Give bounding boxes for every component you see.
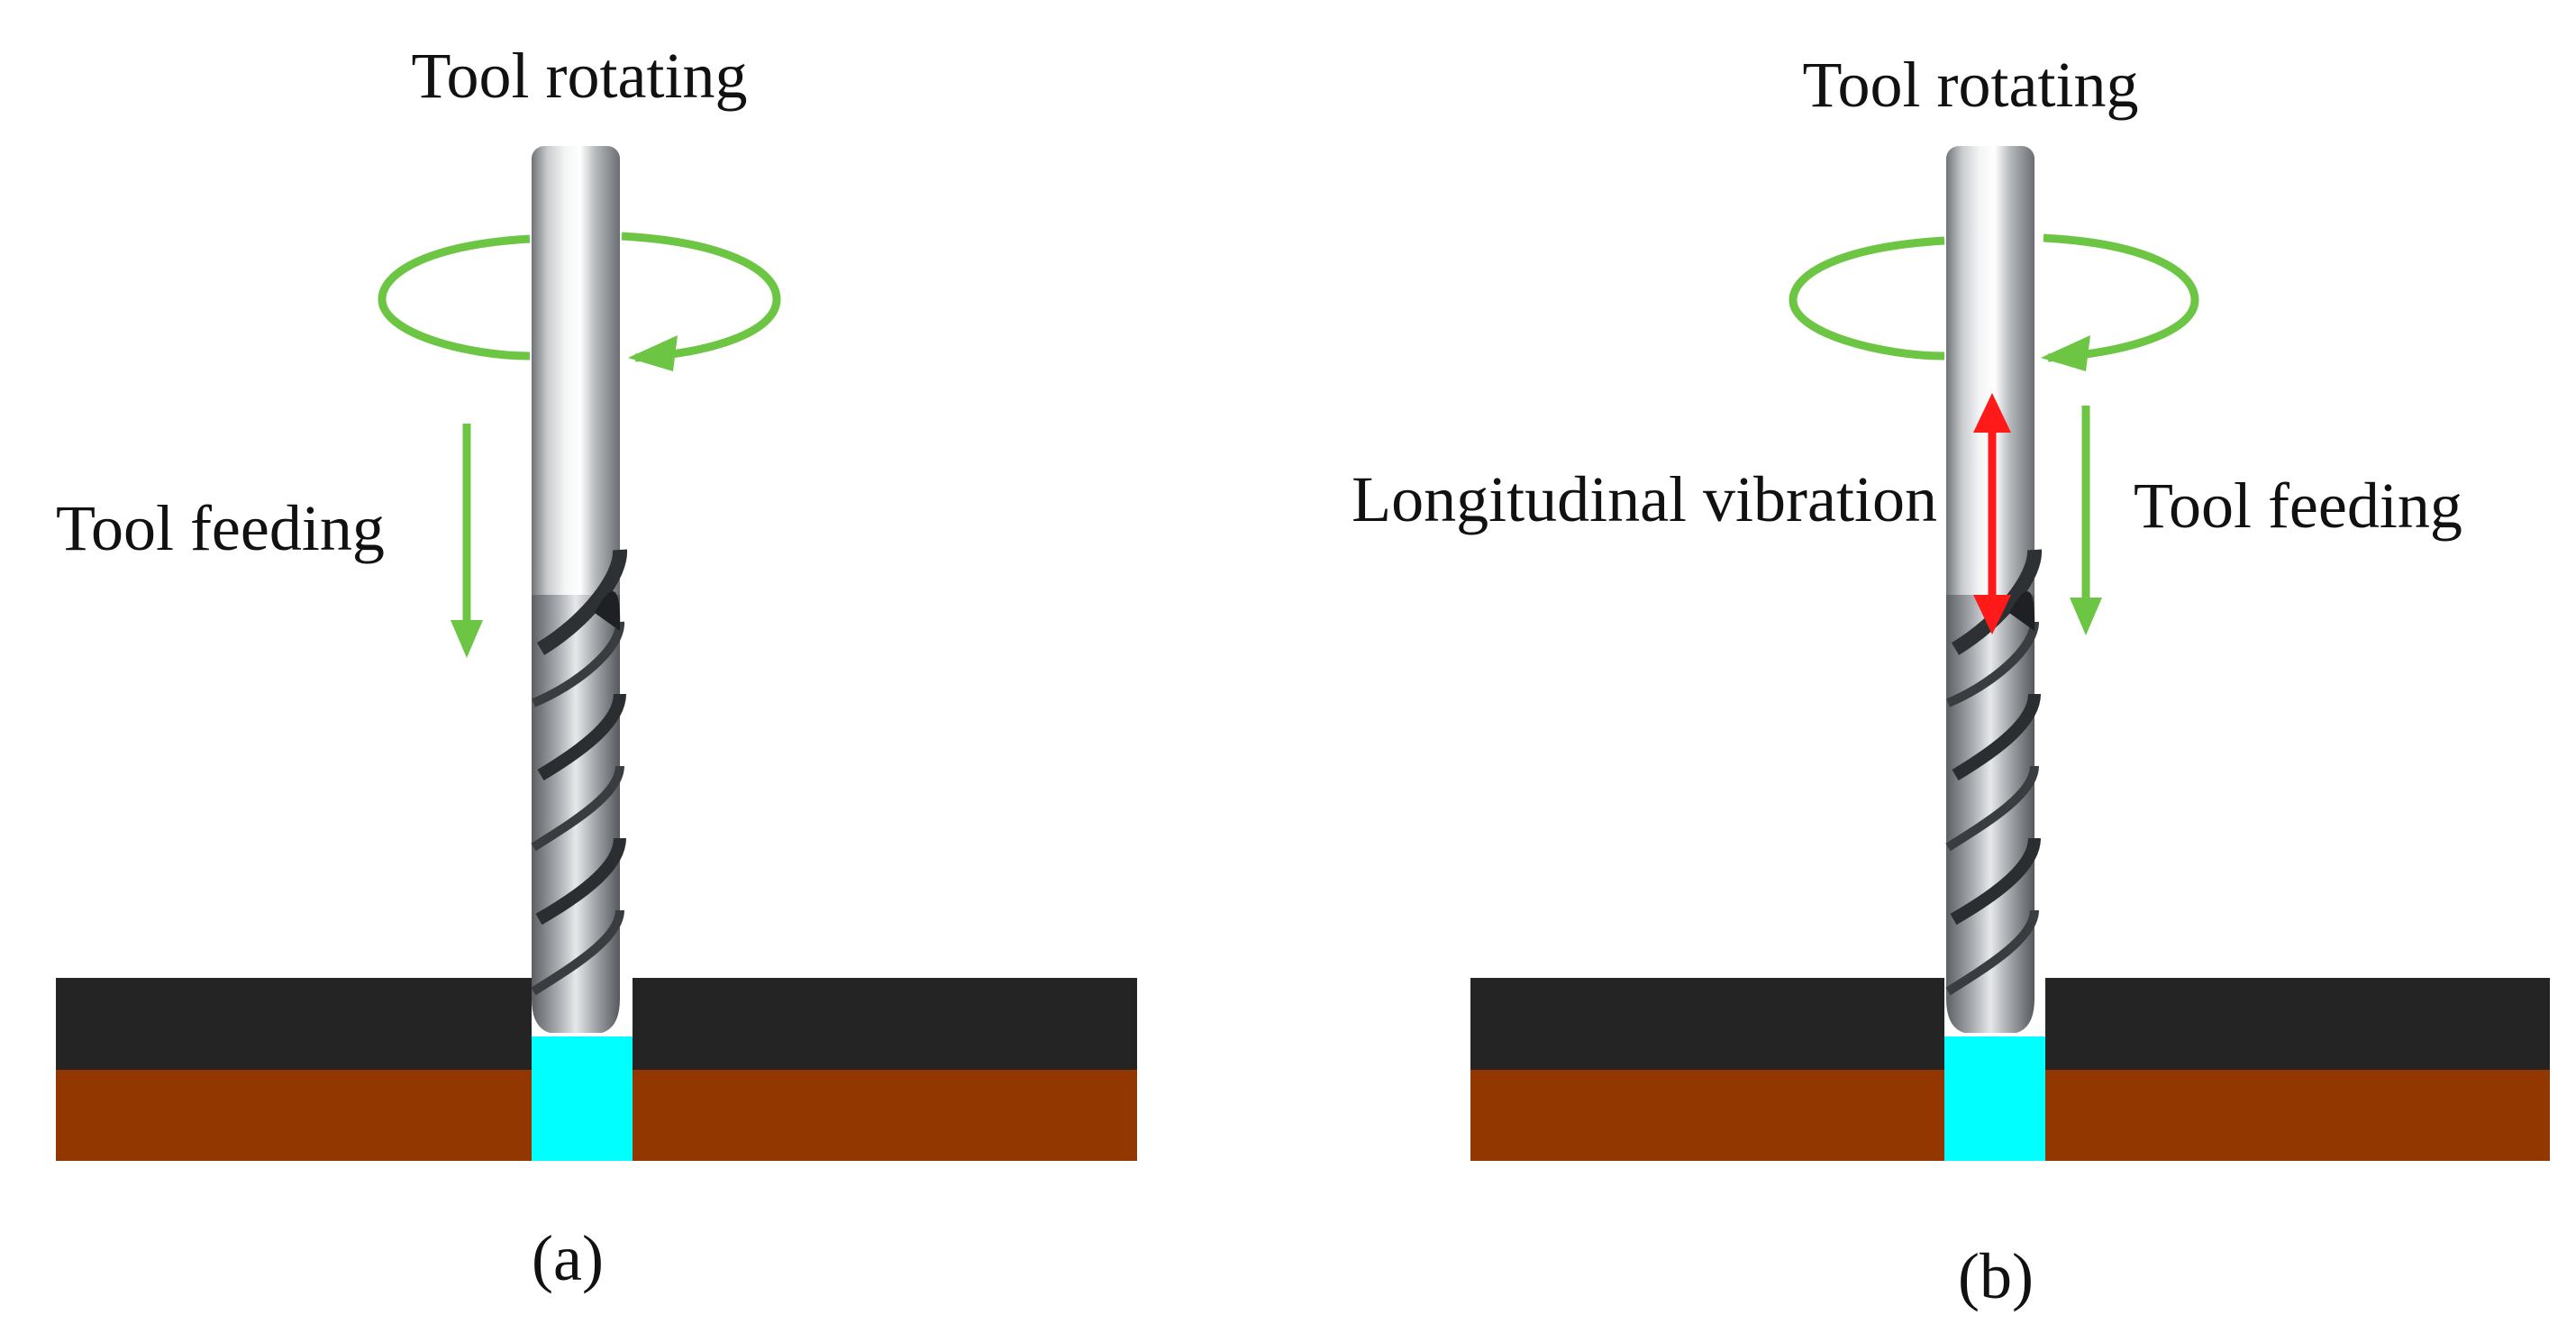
- rotation-ellipse: [1789, 236, 1945, 361]
- panel-caption: (b): [1958, 1240, 2034, 1312]
- rotation-label: Tool rotating: [1803, 49, 2139, 121]
- feed-arrow-head: [451, 620, 483, 658]
- feed-arrow-head: [2070, 598, 2102, 635]
- drilled-hole: [1944, 1036, 2045, 1161]
- rotation-label: Tool rotating: [412, 40, 748, 112]
- bottom-layer-right: [2045, 1070, 2550, 1161]
- rotation-ellipse: [378, 234, 531, 361]
- top-layer-left: [56, 978, 532, 1070]
- panel-caption: (a): [532, 1222, 604, 1294]
- drill-bit-tool: [531, 146, 627, 1033]
- drill-bit-tool: [1945, 146, 2042, 1033]
- rotation-ellipse-right: [621, 232, 781, 362]
- rotation-arrow-head: [2041, 335, 2090, 371]
- vibration-arrow-head-down: [1973, 595, 2011, 635]
- vibration-label: Longitudinal vibration: [1352, 463, 1937, 535]
- panel-b: Tool rotating Longitudinal vibration Too…: [1352, 49, 2550, 1312]
- top-layer-left: [1470, 978, 1944, 1070]
- rotation-ellipse-right: [2043, 233, 2199, 362]
- top-layer-right: [2045, 978, 2550, 1070]
- feed-label: Tool feeding: [56, 492, 385, 564]
- rotation-arrow-head: [628, 335, 678, 371]
- bottom-layer-left: [1470, 1070, 1944, 1161]
- bottom-layer-right: [633, 1070, 1137, 1161]
- drilled-hole: [532, 1036, 633, 1161]
- top-layer-right: [633, 978, 1137, 1070]
- panel-a: Tool rotating Tool feeding (a): [56, 40, 1137, 1294]
- vibration-arrow-head-up: [1973, 393, 2011, 433]
- feed-label: Tool feeding: [2134, 470, 2462, 542]
- bottom-layer-left: [56, 1070, 532, 1161]
